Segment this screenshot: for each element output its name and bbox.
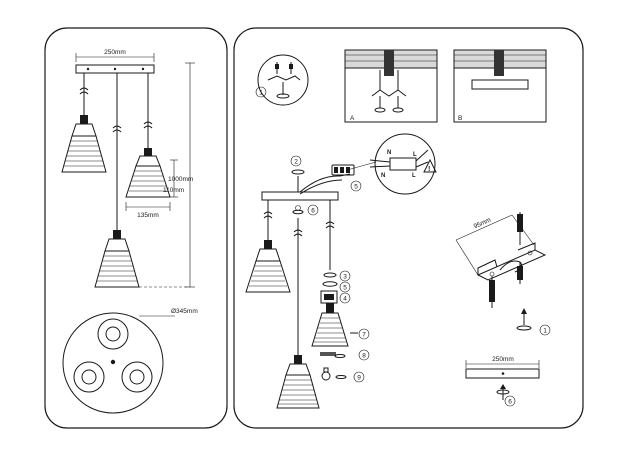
pendant-shade-left <box>61 115 107 173</box>
callout-2: 2 <box>294 159 298 166</box>
callout-1b: 1 <box>543 328 547 335</box>
cord-break-left <box>79 87 89 95</box>
callout-4-circle <box>339 292 351 304</box>
screw-6-washer <box>292 209 304 215</box>
supply-cable <box>299 173 351 193</box>
assembly-shade-middle <box>276 355 320 409</box>
ceiling-label-b: B <box>458 115 462 122</box>
callout-8-circle <box>358 349 370 361</box>
callout-8: 8 <box>362 353 366 360</box>
ring-5 <box>322 281 338 287</box>
wiring-detail: ! <box>369 133 437 195</box>
callout-7: 7 <box>362 332 366 339</box>
dim-shade-height-label: 110mm <box>163 187 184 194</box>
canopy-screw-left <box>86 67 90 71</box>
ring-3 <box>323 272 337 278</box>
wire-label-n: N <box>387 150 391 156</box>
rotate-1b-icon <box>516 325 532 331</box>
part-8-ring <box>320 352 336 356</box>
ceiling-label-a: A <box>350 115 355 122</box>
callout-3-circle <box>339 270 351 282</box>
canopy-screw-right <box>141 67 145 71</box>
bracket-dim-line <box>455 214 513 241</box>
plate-screw <box>501 372 505 375</box>
dim-shade-width-label: 135mm <box>137 212 159 219</box>
callout-6b-circle <box>504 395 516 407</box>
dim-canopy-diameter-label: Ø345mm <box>171 308 198 315</box>
rotate-6b-icon <box>496 389 510 395</box>
callout-1b-circle <box>539 324 551 336</box>
canopy-bar <box>75 64 155 74</box>
part-8-rotate-icon <box>334 354 346 358</box>
assembly-shade-right <box>311 303 349 347</box>
ceiling-mount-box-a <box>344 49 438 123</box>
arrow-up-icon <box>521 308 527 314</box>
mounting-bracket <box>476 212 547 308</box>
top-view-canopy <box>62 312 164 414</box>
bracket-dim-left <box>455 239 479 276</box>
callout-3: 3 <box>343 274 347 281</box>
assembly-break-right <box>325 221 335 229</box>
step-1-anchor-detail <box>257 54 309 106</box>
dimensions-panel <box>44 27 228 429</box>
callout-1: 1 <box>259 90 263 97</box>
dim-height-label: 1000mm <box>168 176 193 183</box>
callout-5: 5 <box>343 285 347 292</box>
screw-washer-top <box>291 169 305 175</box>
bracket-dim-right <box>511 214 535 246</box>
socket-inner <box>324 294 334 300</box>
bulb-base-icon <box>323 367 329 373</box>
callout-9: 9 <box>357 375 361 382</box>
callout-2-circle <box>290 155 302 167</box>
canopy-screw-mid <box>113 67 117 71</box>
wire-label-l: L <box>413 152 417 158</box>
callout-5-top: 5 <box>354 184 358 191</box>
callout-9-circle <box>353 371 365 383</box>
dim-plate-label: 250mm <box>492 356 514 363</box>
callout-4: 4 <box>343 296 347 303</box>
assembly-break-left <box>263 211 273 219</box>
callout-5-circle-top <box>350 180 362 192</box>
wire-label-l2: L <box>412 173 416 179</box>
part-9-rotate-icon <box>335 375 347 379</box>
cord-break-right <box>143 121 153 129</box>
arrow-up-6b-icon <box>500 384 506 389</box>
callout-6b: 6 <box>508 399 512 406</box>
canopy-plate <box>465 368 540 379</box>
cord-break-middle <box>112 125 122 133</box>
callout-5-circle <box>339 281 351 293</box>
assembly-break-mid <box>293 229 303 237</box>
callout-6-top: 6 <box>311 208 315 215</box>
callout-6-circle-top <box>307 204 319 216</box>
callout-1-circle <box>255 86 267 98</box>
wire-label-n2: N <box>381 173 385 179</box>
installation-steps-panel <box>233 27 584 429</box>
supply-cable-2 <box>299 179 343 195</box>
ceiling-mount-box-b <box>453 49 547 123</box>
wiring-leader <box>346 161 377 171</box>
callout-7-circle <box>358 328 370 340</box>
svg-text:!: ! <box>428 166 430 173</box>
dim-width-label: 250mm <box>104 49 126 56</box>
assembly-shade-left <box>245 240 291 293</box>
